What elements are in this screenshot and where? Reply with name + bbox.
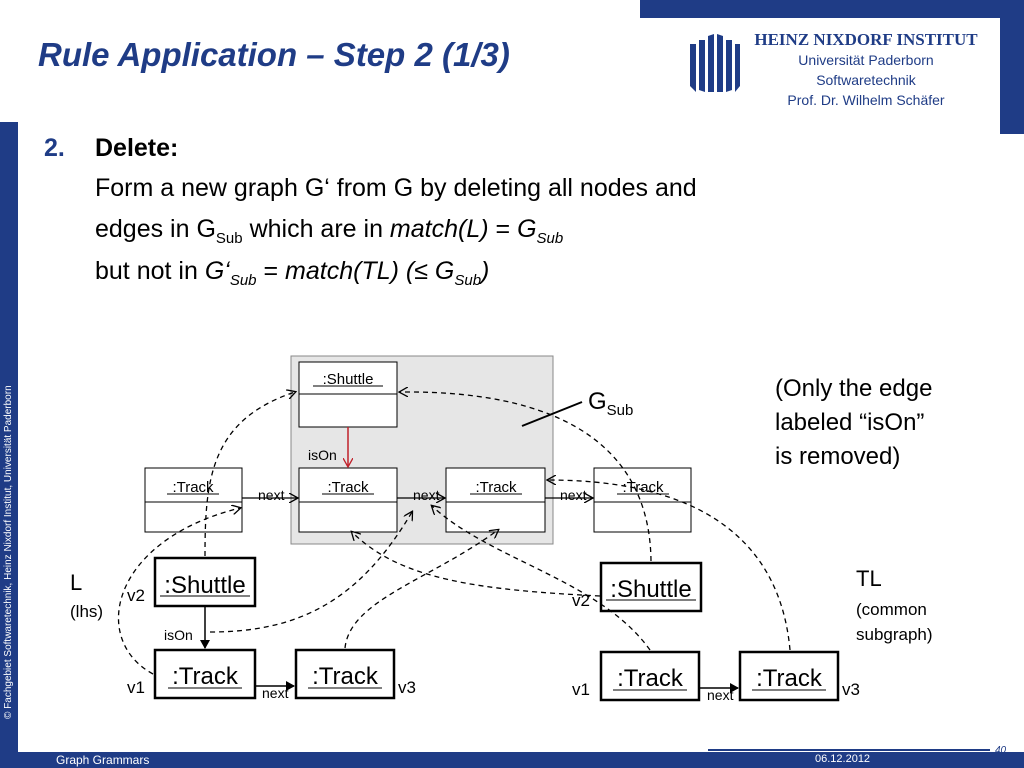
footer-divider [708, 749, 990, 751]
text-span: = [256, 257, 286, 285]
body-line-3: but not in G‘Sub = match(TL) (≤ GSub) [95, 257, 489, 289]
mapping-lines [118, 392, 791, 675]
edge-label-ison: isOn [308, 447, 337, 463]
text-span: but not in [95, 257, 205, 285]
subscript: Sub [536, 230, 564, 247]
gsub-sub: Sub [606, 401, 634, 419]
top-accent-bar [640, 0, 1024, 18]
node-label: :Track [172, 479, 214, 496]
note-line: (Only the edge [775, 375, 933, 402]
match-tl: match(TL) ( [285, 257, 415, 285]
node-label: :Track [617, 665, 684, 692]
host-track-node-2 [298, 467, 398, 533]
tl-track-node-v1 [599, 650, 701, 702]
footer-bar [18, 752, 1024, 768]
g-prime: G‘ [204, 257, 230, 285]
edge-label-next: next [560, 487, 587, 503]
host-track-node-4 [593, 467, 692, 533]
slide-title: Rule Application – Step 2 (1/3) [38, 36, 510, 73]
university-name: Universität Paderborn [798, 52, 934, 68]
gsub-italic: G [427, 257, 455, 285]
tl-sublabel-1: (common [856, 600, 927, 619]
gsub-pointer [521, 401, 583, 427]
professor-name: Prof. Dr. Wilhelm Schäfer [787, 92, 945, 108]
mapping-line [352, 532, 601, 597]
text-span: which are in [242, 215, 390, 243]
edge-label-next: next [258, 487, 285, 503]
match-l: match(L) [389, 215, 489, 243]
body-line-1: Form a new graph G‘ from G by deleting a… [95, 174, 697, 202]
node-label: :Track [475, 479, 517, 496]
edge-label-next: next [262, 685, 289, 701]
right-accent-bar [1000, 18, 1024, 134]
node-label: :Shuttle [323, 371, 374, 388]
edge-label-next: next [707, 687, 734, 703]
note-line: is removed) [775, 443, 901, 470]
tl-sublabel-2: subgraph) [856, 625, 933, 644]
lhs-track-node-v3 [294, 648, 396, 700]
vertex-label: v3 [842, 680, 860, 699]
mapping-line [204, 392, 295, 557]
vertex-label: v3 [398, 678, 416, 697]
lhs-sublabel: (lhs) [70, 602, 104, 621]
text-span: edges in G [95, 215, 216, 243]
footer-date: 06.12.2012 [815, 753, 871, 765]
host-track-node-1 [144, 467, 243, 533]
lhs-label: L [70, 570, 83, 595]
page-number: 40 [995, 745, 1007, 756]
tl-label: TL [856, 566, 882, 591]
institute-name: HEINZ NIXDORF INSTITUT [754, 30, 978, 49]
text-span: = [488, 215, 518, 243]
hni-logo-icon [690, 34, 740, 92]
footer-course-title: Graph Grammars [56, 753, 150, 767]
tl-shuttle-node [599, 561, 703, 613]
node-label: :Track [622, 479, 664, 496]
body-line-2: edges in GSub which are in match(L) = GS… [95, 215, 563, 247]
mapping-line [548, 480, 791, 651]
institute-logo: HEINZ NIXDORF INSTITUT Universität Pader… [688, 30, 992, 114]
vertex-label: v1 [572, 680, 590, 699]
node-label: :Track [756, 665, 823, 692]
delete-heading: Delete: [95, 134, 179, 162]
node-label: :Track [172, 663, 239, 690]
vertex-label: v2 [572, 591, 590, 610]
subscript: Sub [229, 272, 257, 289]
tl-track-node-v3 [738, 650, 840, 702]
subscript: Sub [454, 272, 482, 289]
lhs-track-node-v1 [153, 648, 257, 700]
list-number: 2. [44, 134, 65, 162]
vertex-label: v1 [127, 678, 145, 697]
gsub-main: G [588, 388, 607, 415]
close-paren: ) [481, 257, 490, 285]
leq-symbol: ≤ [414, 257, 428, 285]
host-shuttle-node [298, 361, 398, 428]
left-accent-bar [0, 122, 18, 768]
mapping-line [209, 512, 412, 633]
lhs-shuttle-node [153, 556, 257, 608]
node-label: :Track [327, 479, 369, 496]
department-name: Softwaretechnik [816, 72, 916, 88]
edge-label-next: next [413, 487, 440, 503]
host-track-node-3 [445, 467, 546, 533]
vertex-label: v2 [127, 586, 145, 605]
edge-label-ison: isOn [164, 627, 193, 643]
mapping-line [400, 392, 652, 562]
gsub-italic: G [517, 215, 537, 243]
node-label: :Shuttle [164, 572, 245, 599]
mapping-line [344, 530, 498, 649]
node-label: :Track [312, 663, 379, 690]
subscript: Sub [215, 230, 243, 247]
gsub-label: GSub [588, 388, 633, 419]
node-label: :Shuttle [610, 576, 691, 603]
note-line: labeled “isOn” [775, 409, 925, 436]
removal-note: (Only the edge labeled “isOn” is removed… [775, 372, 932, 474]
